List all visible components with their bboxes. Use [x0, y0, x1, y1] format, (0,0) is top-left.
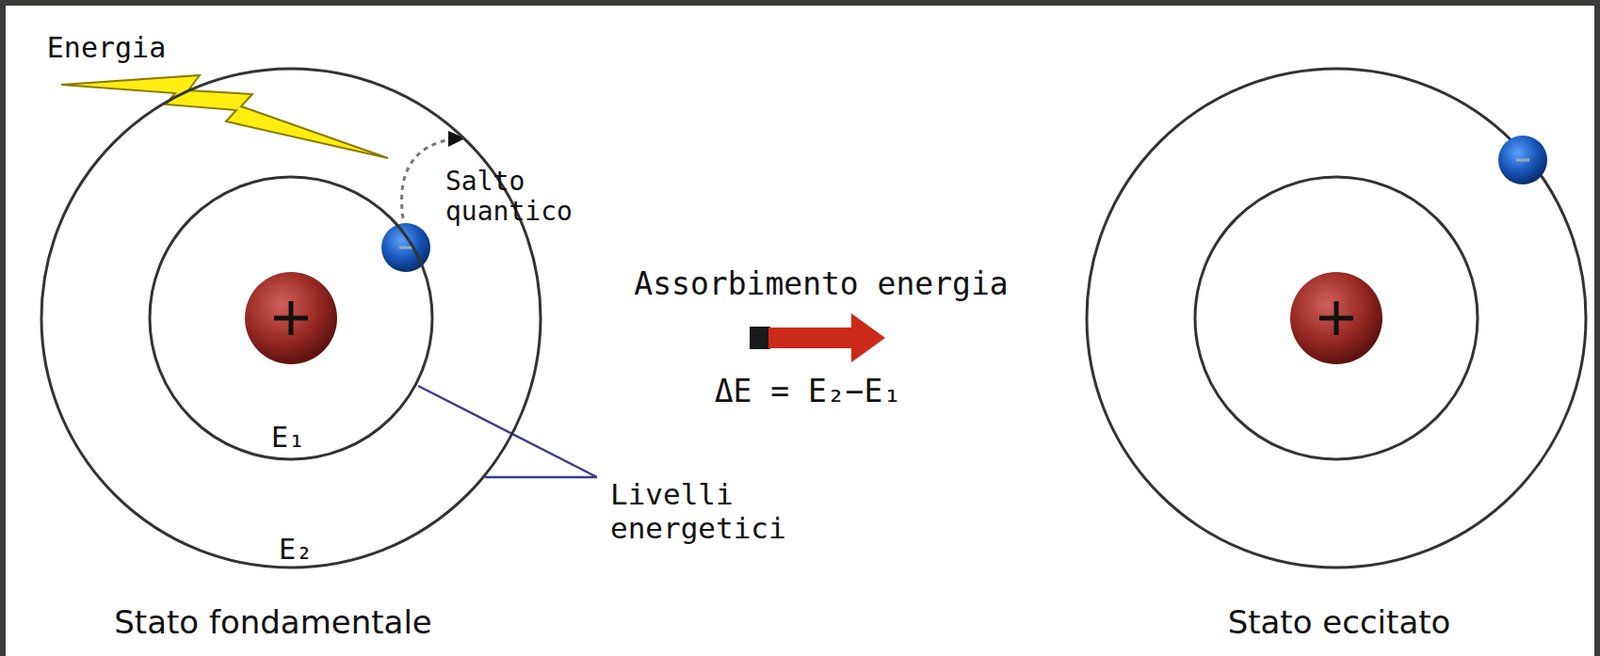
- minus-sign: [399, 246, 413, 250]
- orbit: [1195, 177, 1478, 460]
- energy-formula: ΔE = E₂−E₁: [714, 372, 903, 410]
- energy-level-label: E₁: [271, 420, 306, 454]
- orbit: [1086, 68, 1586, 568]
- plus-sign: [274, 301, 308, 336]
- energy-label: Energia: [47, 31, 166, 65]
- state-label: Stato fondamentale: [113, 603, 433, 642]
- orbit-level: E₁: [149, 177, 433, 460]
- state-label: Stato eccitato: [1228, 603, 1452, 642]
- nucleus: [1290, 272, 1383, 365]
- arrow-tail: [749, 326, 771, 350]
- electron: [1498, 135, 1548, 185]
- orbit-ring: [149, 177, 433, 460]
- energy-level-label: E₂: [278, 533, 313, 566]
- process-label: Assorbimento energia: [633, 265, 1008, 303]
- levels-label: Livelli energetici: [610, 478, 799, 546]
- nucleus: [244, 272, 338, 365]
- minus-sign: [1516, 159, 1530, 162]
- orbit-ring: [41, 68, 541, 568]
- plus-sign: [1319, 301, 1354, 336]
- orbit-level: E₂ E₁: [41, 68, 541, 568]
- jump-arc: [402, 139, 451, 219]
- arrow-head: [851, 313, 886, 363]
- arrow-shaft: [768, 327, 856, 349]
- leader-line: [418, 386, 598, 478]
- jump-label: Salto quantico: [445, 166, 597, 227]
